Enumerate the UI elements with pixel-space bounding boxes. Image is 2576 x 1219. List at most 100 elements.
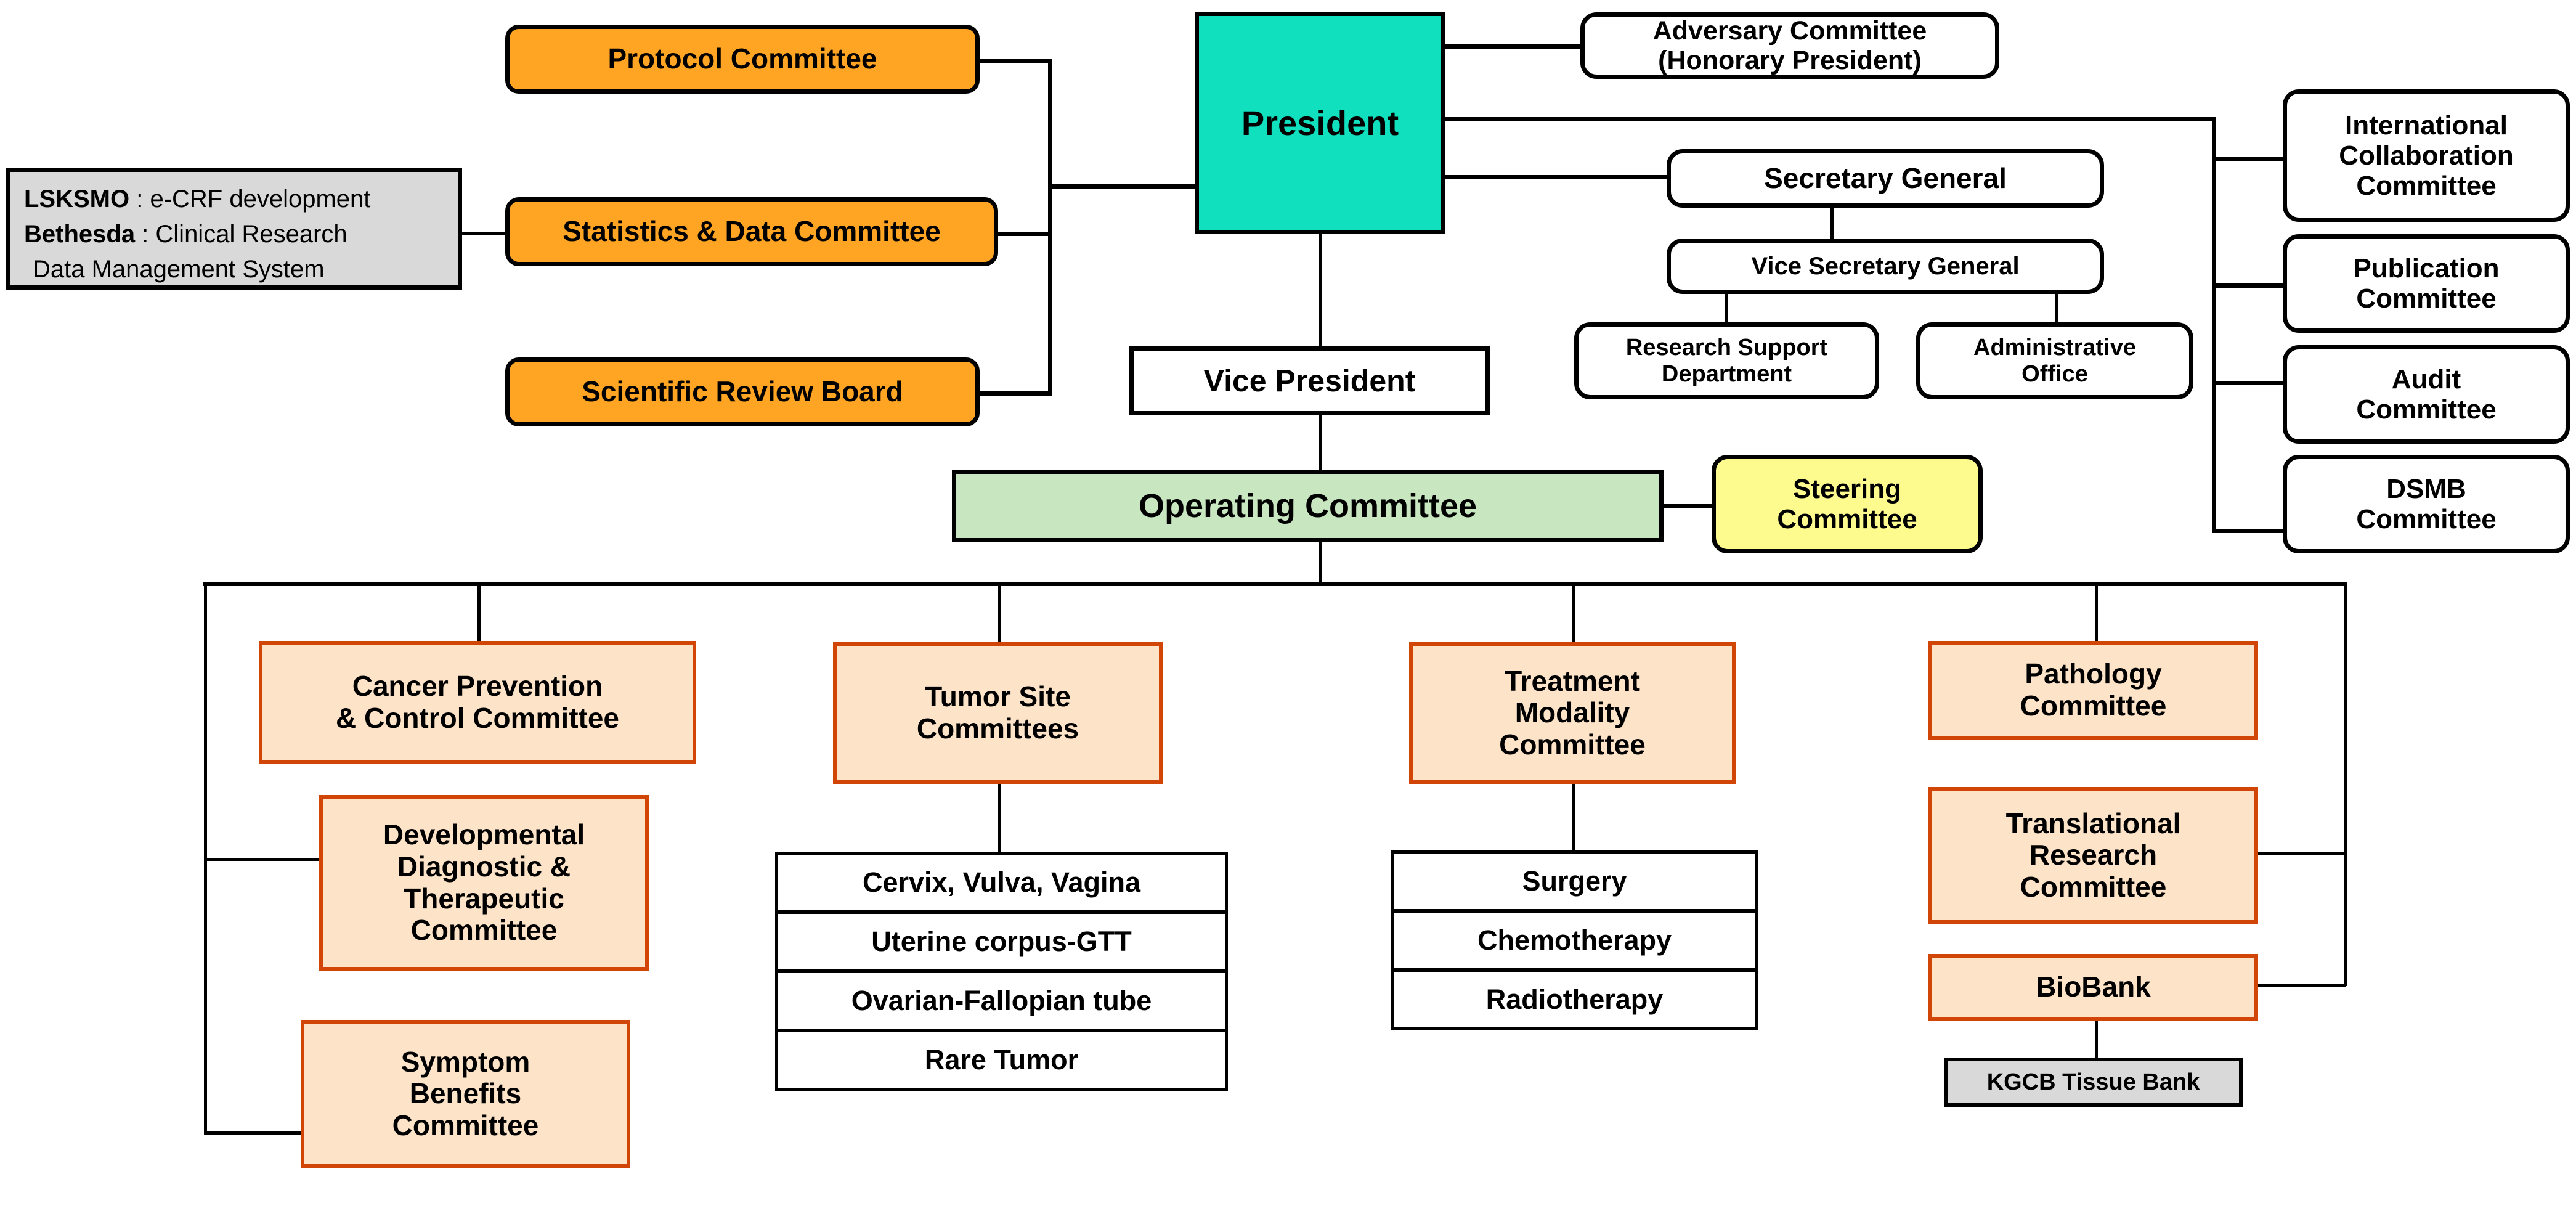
- administrative-office-line1: Administrative: [1973, 334, 2136, 361]
- node-audit-committee[interactable]: Audit Committee: [2283, 345, 2570, 444]
- connector-operating-to-branch-bus: [1319, 540, 1322, 585]
- translational-line2: Research: [2029, 839, 2158, 871]
- operating-committee-label: Operating Committee: [1138, 487, 1477, 524]
- node-kgcb-tissue-bank[interactable]: KGCB Tissue Bank: [1944, 1058, 2243, 1107]
- connector-right-vertical-bus: [2212, 117, 2216, 532]
- connector-scientific-to-bus: [980, 391, 1052, 396]
- connector-bus-to-pathology: [2095, 582, 2098, 642]
- symptom-line2: Benefits: [409, 1077, 522, 1110]
- secretary-general-label: Secretary General: [1764, 161, 2007, 194]
- node-international-collaboration-committee[interactable]: International Collaboration Committee: [2283, 89, 2570, 222]
- tumor-site-line1: Tumor Site: [925, 680, 1071, 713]
- connector-branch-horizontal-bus: [203, 582, 2346, 586]
- connector-left-vertical-bus: [1048, 59, 1052, 396]
- node-research-support-department[interactable]: Research Support Department: [1574, 322, 1879, 399]
- developmental-line4: Committee: [410, 914, 558, 947]
- node-tumor-site-uterine-corpus-gtt[interactable]: Uterine corpus-GTT: [775, 911, 1228, 972]
- node-pathology-committee[interactable]: Pathology Committee: [1928, 641, 2258, 740]
- treatment-item-2: Radiotherapy: [1485, 983, 1664, 1015]
- node-biobank[interactable]: BioBank: [1928, 954, 2258, 1021]
- node-cancer-prevention-control-committee[interactable]: Cancer Prevention & Control Committee: [259, 641, 696, 764]
- developmental-line2: Diagnostic &: [397, 850, 571, 883]
- protocol-committee-label: Protocol Committee: [607, 43, 877, 75]
- node-dsmb-committee[interactable]: DSMB Committee: [2283, 455, 2570, 553]
- tumor-site-line2: Committees: [916, 712, 1079, 744]
- connector-bus-to-dsmb: [2212, 529, 2285, 533]
- international-collaboration-line1: International: [2344, 110, 2508, 141]
- connector-bus-to-president: [1048, 184, 1198, 189]
- connector-president-to-right-bus: [1442, 117, 2214, 121]
- node-tumor-site-ovarian-fallopian-tube[interactable]: Ovarian-Fallopian tube: [775, 970, 1228, 1032]
- connector-treatment-to-list: [1572, 784, 1575, 850]
- pathology-line1: Pathology: [2025, 658, 2162, 690]
- legend-key-bethesda: Bethesda: [24, 220, 136, 248]
- node-adversary-committee[interactable]: Adversary Committee (Honorary President): [1580, 12, 1999, 79]
- node-treatment-modality-committee[interactable]: Treatment Modality Committee: [1409, 642, 1736, 784]
- node-symptom-benefits-committee[interactable]: Symptom Benefits Committee: [301, 1020, 630, 1168]
- treatment-item-1: Chemotherapy: [1477, 924, 1672, 956]
- node-operating-committee[interactable]: Operating Committee: [952, 470, 1664, 542]
- node-treatment-chemotherapy[interactable]: Chemotherapy: [1391, 910, 1758, 971]
- legend-text-dms: Data Management System: [33, 255, 325, 283]
- connector-protocol-to-bus: [980, 59, 1052, 63]
- biobank-label: BioBank: [2036, 971, 2151, 1003]
- tumor-site-item-2: Ovarian-Fallopian tube: [851, 984, 1152, 1016]
- connector-bus-to-treatment-modality: [1572, 582, 1575, 642]
- pathology-line2: Committee: [2020, 690, 2167, 722]
- node-vice-president[interactable]: Vice President: [1129, 346, 1490, 415]
- node-secretary-general[interactable]: Secretary General: [1667, 149, 2104, 208]
- research-support-line2: Department: [1661, 361, 1792, 387]
- connector-president-to-adversary: [1442, 44, 1582, 49]
- tumor-site-item-0: Cervix, Vulva, Vagina: [862, 866, 1141, 898]
- node-tumor-site-rare-tumor[interactable]: Rare Tumor: [775, 1029, 1228, 1091]
- legend-line-2: Bethesda : Clinical Research: [24, 217, 447, 252]
- node-scientific-review-board[interactable]: Scientific Review Board: [505, 357, 980, 426]
- node-vice-secretary-general[interactable]: Vice Secretary General: [1667, 238, 2104, 294]
- connector-bus-to-publication: [2212, 283, 2285, 288]
- connector-president-to-secretary: [1442, 175, 1668, 179]
- legend-key-lsksmo: LSKSMO: [24, 186, 130, 213]
- connector-tumor-site-to-list: [998, 783, 1001, 852]
- node-administrative-office[interactable]: Administrative Office: [1916, 322, 2193, 399]
- node-publication-committee[interactable]: Publication Committee: [2283, 234, 2570, 333]
- connector-president-to-vice-president: [1319, 233, 1322, 352]
- node-steering-committee[interactable]: Steering Committee: [1712, 455, 1983, 553]
- connector-biobank-to-kgcb: [2095, 1018, 2098, 1060]
- scientific-review-board-label: Scientific Review Board: [582, 375, 903, 408]
- node-protocol-committee[interactable]: Protocol Committee: [505, 25, 980, 94]
- president-label: President: [1241, 103, 1399, 142]
- node-developmental-diagnostic-therapeutic-committee[interactable]: Developmental Diagnostic & Therapeutic C…: [319, 795, 649, 971]
- connector-vice-president-to-operating: [1319, 412, 1322, 473]
- node-tumor-site-cervix-vulva-vagina[interactable]: Cervix, Vulva, Vagina: [775, 852, 1228, 913]
- connector-bus-to-international: [2212, 157, 2283, 161]
- abbreviation-legend: LSKSMO : e-CRF development Bethesda : Cl…: [6, 168, 462, 290]
- treatment-line3: Committee: [1499, 728, 1646, 760]
- audit-committee-line2: Committee: [2356, 394, 2497, 425]
- adversary-committee-line2: (Honorary President): [1658, 46, 1922, 75]
- symptom-line3: Committee: [392, 1109, 539, 1141]
- tumor-site-item-3: Rare Tumor: [924, 1043, 1079, 1075]
- kgcb-tissue-bank-label: KGCB Tissue Bank: [1986, 1069, 2200, 1095]
- legend-line-3: Data Management System: [24, 252, 447, 287]
- research-support-line1: Research Support: [1625, 334, 1828, 361]
- node-treatment-surgery[interactable]: Surgery: [1391, 850, 1758, 912]
- connector-vice-secretary-to-administrative: [2055, 271, 2058, 325]
- node-translational-research-committee[interactable]: Translational Research Committee: [1928, 787, 2258, 924]
- connector-statistics-to-bus: [998, 232, 1052, 236]
- international-collaboration-line3: Committee: [2356, 171, 2497, 202]
- node-tumor-site-committees[interactable]: Tumor Site Committees: [833, 642, 1163, 784]
- legend-line-1: LSKSMO : e-CRF development: [24, 182, 447, 217]
- treatment-line1: Treatment: [1505, 664, 1640, 697]
- node-president[interactable]: President: [1195, 12, 1445, 234]
- tumor-site-item-1: Uterine corpus-GTT: [871, 925, 1132, 957]
- connector-bus-to-cancer-prevention: [477, 582, 481, 642]
- dsmb-committee-line1: DSMB: [2386, 473, 2466, 504]
- developmental-line3: Therapeutic: [404, 882, 564, 915]
- node-treatment-radiotherapy[interactable]: Radiotherapy: [1391, 969, 1758, 1030]
- connector-left-arm-to-symptom: [204, 1131, 303, 1135]
- translational-line3: Committee: [2020, 870, 2167, 903]
- publication-committee-line1: Publication: [2353, 253, 2500, 283]
- symptom-line1: Symptom: [400, 1045, 530, 1078]
- node-statistics-data-committee[interactable]: Statistics & Data Committee: [505, 197, 998, 266]
